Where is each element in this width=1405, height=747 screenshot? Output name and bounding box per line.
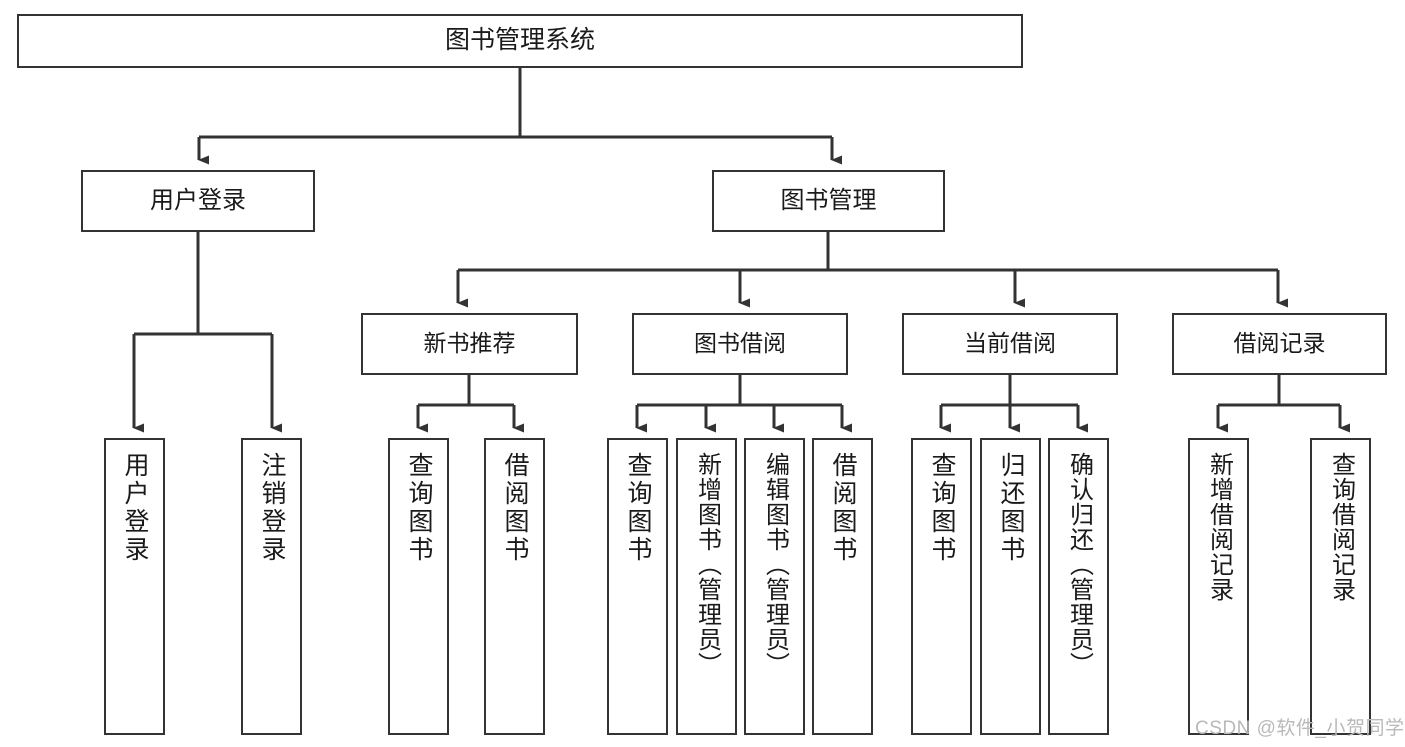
node-leaf-return-book-label: 归还图书 (997, 452, 1025, 564)
node-leaf-query-book-3[interactable]: 查询图书 (911, 438, 972, 735)
node-leaf-borrow-book-2-label: 借阅图书 (829, 452, 857, 564)
node-leaf-user-login[interactable]: 用户登录 (104, 438, 165, 735)
node-root[interactable]: 图书管理系统 (17, 14, 1023, 68)
node-book-borrow-label: 图书借阅 (694, 330, 786, 357)
node-leaf-confirm-return[interactable]: 确认归还（管理员） (1048, 438, 1109, 735)
node-user-login[interactable]: 用户登录 (81, 170, 315, 232)
node-leaf-borrow-book-1[interactable]: 借阅图书 (484, 438, 545, 735)
node-current-borrow[interactable]: 当前借阅 (902, 313, 1118, 375)
node-leaf-return-book[interactable]: 归还图书 (980, 438, 1041, 735)
node-leaf-add-book[interactable]: 新增图书（管理员） (676, 438, 737, 735)
node-user-login-label: 用户登录 (150, 186, 246, 214)
node-borrow-record-label: 借阅记录 (1233, 330, 1326, 357)
node-current-borrow-label: 当前借阅 (964, 330, 1056, 357)
node-leaf-query-record[interactable]: 查询借阅记录 (1310, 438, 1371, 735)
node-leaf-query-book-1[interactable]: 查询图书 (388, 438, 449, 735)
node-root-label: 图书管理系统 (444, 26, 595, 55)
node-leaf-user-login-label: 用户登录 (121, 452, 149, 564)
node-book-borrow[interactable]: 图书借阅 (632, 313, 848, 375)
node-new-book-rec[interactable]: 新书推荐 (361, 313, 578, 375)
node-leaf-add-record[interactable]: 新增借阅记录 (1188, 438, 1249, 735)
node-leaf-query-record-label: 查询借阅记录 (1327, 452, 1355, 602)
node-leaf-query-book-3-label: 查询图书 (928, 452, 956, 564)
node-leaf-query-book-2-label: 查询图书 (624, 452, 652, 564)
node-book-manage-label: 图书管理 (780, 186, 877, 214)
node-leaf-query-book-1-label: 查询图书 (405, 452, 433, 564)
node-leaf-confirm-return-label: 确认归还（管理员） (1065, 452, 1093, 677)
node-leaf-borrow-book-1-label: 借阅图书 (501, 452, 529, 564)
node-leaf-edit-book-label: 编辑图书（管理员） (761, 452, 789, 677)
csdn-watermark: CSDN @软件_小贺同学 (1195, 718, 1405, 739)
node-borrow-record[interactable]: 借阅记录 (1172, 313, 1387, 375)
node-leaf-edit-book[interactable]: 编辑图书（管理员） (744, 438, 805, 735)
node-leaf-add-record-label: 新增借阅记录 (1205, 452, 1233, 602)
node-book-manage[interactable]: 图书管理 (712, 170, 945, 232)
node-leaf-logout-label: 注销登录 (258, 452, 286, 564)
node-new-book-rec-label: 新书推荐 (423, 330, 516, 357)
node-leaf-add-book-label: 新增图书（管理员） (693, 452, 721, 677)
node-leaf-query-book-2[interactable]: 查询图书 (607, 438, 668, 735)
node-leaf-logout[interactable]: 注销登录 (241, 438, 302, 735)
node-leaf-borrow-book-2[interactable]: 借阅图书 (812, 438, 873, 735)
